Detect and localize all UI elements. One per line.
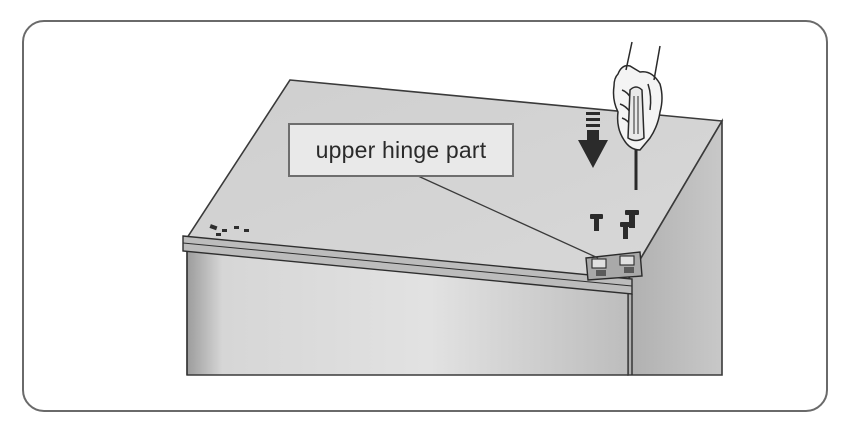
- door-edge-line: [182, 242, 633, 287]
- arrow-down-icon: [578, 112, 608, 168]
- screw-icon: [590, 210, 639, 239]
- hinge-bracket-icon: [585, 251, 643, 281]
- callout-label: upper hinge part: [315, 136, 487, 163]
- screwdriver-in-hand-icon: [612, 41, 663, 190]
- upper-hinge-callout: upper hinge part: [288, 123, 514, 177]
- left-hinge-holes: [209, 224, 249, 236]
- callout-leader-line: [417, 175, 599, 259]
